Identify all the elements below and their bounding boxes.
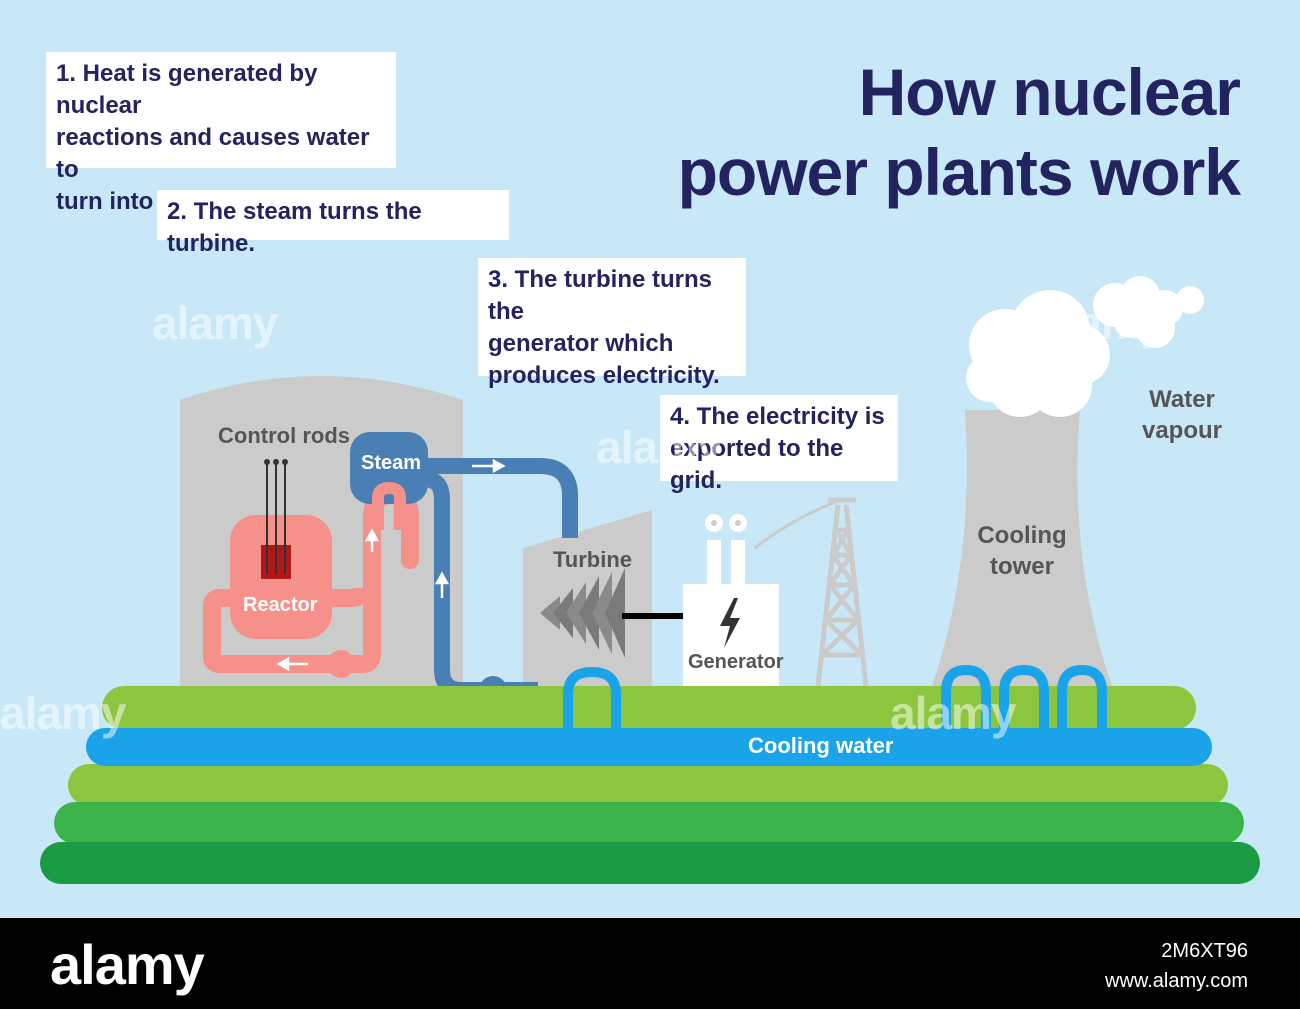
flow-arrow-icon (276, 458, 506, 672)
step-1-line-1: 1. Heat is generated by nuclear (56, 60, 318, 119)
page-title: How nuclear power plants work (640, 52, 1241, 212)
steam-generator (350, 432, 428, 504)
generator-stack-right (731, 540, 745, 586)
cooling-tower-loop-1 (941, 664, 991, 730)
stock-logo: alamy (50, 933, 205, 996)
infographic: How nuclear power plants work 1. Heat is… (0, 52, 1260, 884)
title-line-1: How nuclear (858, 55, 1241, 129)
power-line (754, 498, 841, 550)
watermark-logo: alamy (596, 421, 722, 473)
watermark-logo: alamy (1040, 297, 1166, 349)
generator-stack-left (707, 540, 721, 586)
steam-generator-inner-loop (372, 481, 406, 530)
stock-footer: alamy 2M6XT96 www.alamy.com (0, 918, 1300, 1009)
turbine-rotor-icon (540, 568, 625, 658)
step-3-line-2: generator which (488, 330, 674, 357)
step-4-line-1: 4. The electricity is (670, 403, 885, 430)
cooling-tower-label-line-2: tower (989, 553, 1054, 580)
condenser-loop (563, 666, 621, 730)
turbine-label: Turbine (553, 547, 633, 572)
stock-url: www.alamy.com (1105, 970, 1248, 992)
step-3-line-1: 3. The turbine turns the (488, 266, 713, 325)
reactor-to-loop (318, 587, 371, 607)
generator-label: Generator (688, 651, 784, 673)
step-3-box: 3. The turbine turns the generator which… (478, 258, 746, 389)
image-id: 2M6XT96 (1161, 940, 1248, 962)
title-line-2: power plants work (677, 135, 1241, 209)
cooling-tower-loop-2 (999, 664, 1049, 730)
step-4-line-2: exported to the grid. (670, 435, 844, 494)
watermark-logo: alamy (152, 297, 278, 349)
control-rods-label: Control rods (218, 423, 350, 448)
cooling-tower (932, 410, 1112, 686)
steam-pipe (428, 458, 578, 538)
ground-band-3 (68, 764, 1228, 806)
pylon-icon (815, 497, 869, 687)
step-4-box: 4. The electricity is exported to the gr… (660, 395, 898, 494)
power-plant-diagram (40, 276, 1260, 884)
coolant-pump (327, 650, 355, 678)
vapour-cloud-icon (966, 276, 1204, 417)
watermark-logo: alamy (890, 687, 1016, 739)
ground-band-4 (54, 802, 1244, 844)
lightning-bolt-icon (720, 598, 740, 648)
generator-housing (683, 584, 779, 686)
condensate-return-pipe (427, 472, 538, 698)
reactor-label: Reactor (243, 594, 318, 616)
step-1-box: 1. Heat is generated by nuclear reaction… (46, 52, 396, 215)
ground-band-5 (40, 842, 1260, 884)
steam-label: Steam (361, 452, 422, 474)
ground-band-1 (102, 686, 1196, 730)
cooling-tower-label: Cooling tower (970, 520, 1074, 582)
cooling-tower-loop-3 (1057, 664, 1107, 730)
cooling-water-label: Cooling water (748, 733, 894, 758)
watermark-logo: alamy (0, 687, 126, 739)
step-3-line-3: produces electricity. (488, 362, 720, 389)
step-2-box: 2. The steam turns the turbine. (157, 190, 509, 257)
water-vapour-label-line-2: vapour (1141, 417, 1222, 444)
water-vapour-label: Water vapour (1140, 384, 1224, 446)
step-1-line-2: reactions and causes water to (56, 124, 370, 183)
water-vapour-label-line-1: Water (1149, 386, 1215, 413)
control-rods-icon (266, 463, 286, 574)
step-2-line-1: 2. The steam turns the turbine. (167, 198, 422, 257)
cooling-tower-label-line-1: Cooling (977, 522, 1067, 549)
cooling-water-channel (86, 728, 1212, 766)
